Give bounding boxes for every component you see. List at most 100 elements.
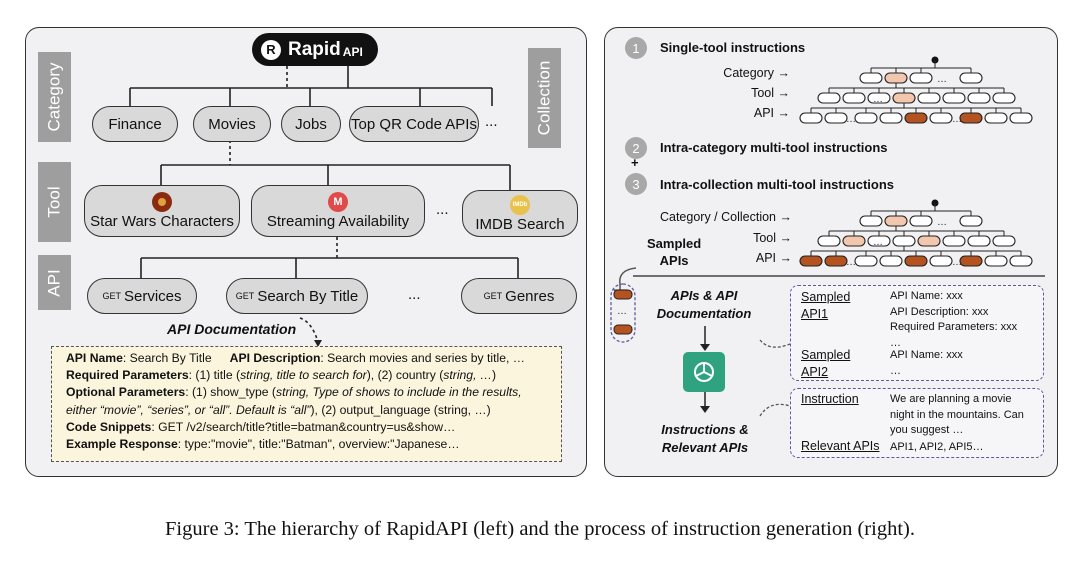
figure-caption: Figure 3: The hierarchy of RapidAPI (lef… (165, 518, 915, 540)
category-node (859, 215, 883, 227)
api-node (929, 255, 953, 267)
tool-node (867, 235, 891, 247)
svg-text:…: … (617, 306, 627, 317)
category-node (959, 215, 983, 227)
rapidapi-logo: R Rapid API (252, 33, 378, 66)
tool-node (817, 235, 841, 247)
step-3-badge: 3 (625, 173, 647, 195)
instruction-value: We are planning a movie night in the mou… (890, 393, 1024, 436)
tree2-api-label: API → (755, 251, 792, 265)
step-3-label: Intra-collection multi-tool instructions (660, 177, 894, 192)
api-node (1009, 255, 1033, 267)
tool-node (842, 235, 866, 247)
tree-ellipsis: … (952, 114, 962, 125)
step-2-badge: 2 (625, 137, 647, 159)
api-ellipsis: ... (408, 286, 421, 303)
api-label: Genres (505, 287, 555, 305)
api-method: GET (483, 291, 503, 301)
api-documentation-label: API Documentation (167, 321, 297, 337)
plus-sign: + (631, 155, 639, 170)
tool-imdb-search: IMDb IMDB Search (462, 190, 578, 237)
tool-node (942, 235, 966, 247)
imdb-icon: IMDb (510, 194, 530, 215)
api-node (799, 112, 823, 124)
doc-line-5: Code Snippets: GET /v2/search/title?titl… (66, 419, 456, 434)
step-1-label: Single-tool instructions (660, 40, 806, 55)
tool-star-wars-characters: Star Wars Characters (84, 185, 240, 237)
api-node (904, 255, 928, 267)
category-jobs: Jobs (281, 106, 341, 142)
instructions-relevant-apis-label: Instructions & Relevant APIs (661, 422, 749, 455)
api-node (854, 112, 878, 124)
api-node (824, 112, 848, 124)
api-node (929, 112, 953, 124)
sampled-api2-key: Sampled API2 (801, 348, 851, 379)
api-node (904, 112, 928, 124)
category-ellipsis: ... (485, 113, 498, 130)
instruction-box (790, 388, 1044, 458)
streaming-m-icon: M (328, 192, 348, 212)
tool-node (967, 235, 991, 247)
tool-node (967, 92, 991, 104)
tree2-category-collection-label: Category / Collection → (659, 210, 792, 224)
sampled-api-doc-box (790, 285, 1044, 381)
category-node (909, 215, 933, 227)
category-movies: Movies (193, 106, 271, 142)
api-node (879, 112, 903, 124)
tree2-tool-label: Tool → (753, 231, 792, 245)
doc-line-3: Optional Parameters: (1) show_type (stri… (66, 385, 522, 400)
rapidapi-logo-text: Rapid (288, 38, 341, 60)
api-node (984, 112, 1008, 124)
api-node (879, 255, 903, 267)
rapidapi-logo-suffix: API (342, 44, 363, 59)
tool-node (992, 235, 1016, 247)
category-node (859, 72, 883, 84)
tool-side-label: Tool (38, 162, 71, 242)
tree-ellipsis: … (846, 114, 856, 125)
tree1-category-label: Category → (723, 66, 790, 80)
api-method: GET (235, 291, 255, 301)
tree1-api-label: API → (753, 106, 790, 120)
tool-node (842, 92, 866, 104)
apis-documentation-label: APIs & API Documentation (656, 288, 752, 321)
relevant-apis-value: API1, API2, API5… (890, 441, 984, 453)
openai-knot-icon (694, 362, 714, 382)
relevant-apis-key: Relevant APIs (801, 439, 880, 453)
tool-node (992, 92, 1016, 104)
tool-label: IMDB Search (475, 215, 565, 233)
api-label: Search By Title (257, 287, 359, 305)
tree-ellipsis: … (873, 94, 883, 105)
sampled-api1-value: API Name: xxx API Description: xxx Requi… (890, 290, 1018, 349)
tool-streaming-availability: M Streaming Availability (251, 185, 425, 237)
star-wars-icon (152, 192, 172, 212)
chatgpt-logo-icon (683, 352, 725, 392)
tool-node (917, 92, 941, 104)
collection-side-label: Collection (528, 48, 561, 148)
api-node (959, 112, 983, 124)
tool-node (817, 92, 841, 104)
api-node (824, 255, 848, 267)
api-label: Services (123, 287, 182, 305)
step-2-label: Intra-category multi-tool instructions (660, 140, 888, 155)
sampled-api2-value: API Name: xxx … (890, 349, 963, 377)
tool-node (867, 92, 891, 104)
tree-ellipsis: … (873, 237, 883, 248)
sampled-apis-label: Sampled APIs (647, 236, 702, 268)
api-node (959, 255, 983, 267)
doc-line-6: Example Response: type:"movie", title:"B… (66, 437, 460, 452)
category-finance: Finance (92, 106, 178, 142)
category-node (959, 72, 983, 84)
category-side-label: Category (38, 52, 71, 142)
sampled-api1-key: Sampled API1 (801, 290, 851, 321)
tool-label: Streaming Availability (266, 213, 410, 230)
instruction-key: Instruction (801, 392, 859, 406)
rapidapi-logo-icon: R (261, 39, 281, 60)
tool-label: Star Wars Characters (90, 213, 234, 230)
api-node (984, 255, 1008, 267)
